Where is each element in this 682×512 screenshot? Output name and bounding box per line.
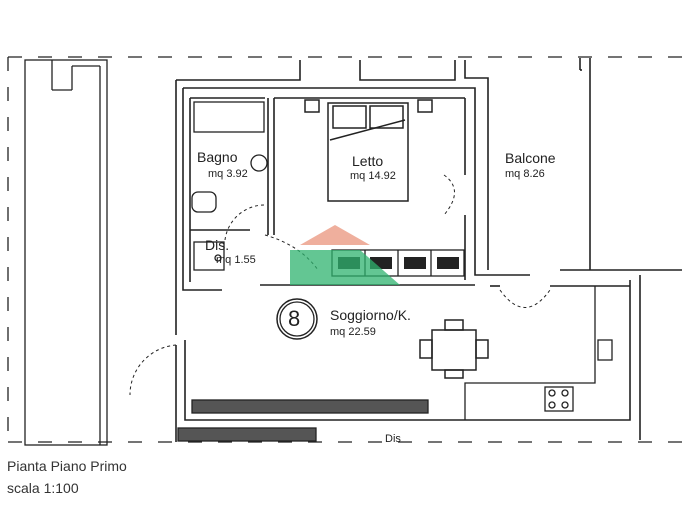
room-area-bagno: mq 3.92 [208,168,248,180]
plan-title: Pianta Piano Primo [7,458,127,474]
plan-scale: scala 1:100 [7,480,79,496]
room-label-balcone: Balcone [505,150,556,166]
room-label-soggiorno: Soggiorno/K. [330,307,411,323]
bed [304,99,433,202]
agency-watermark-logo [290,225,400,285]
room-area-soggiorno: mq 22.59 [330,326,376,338]
left-column-walls [24,59,108,446]
bottom-cabinets [177,399,429,442]
unit-number: 8 [288,306,301,331]
room-label-letto: Letto [352,153,384,169]
apartment-walls [175,58,682,442]
door-swings [129,174,551,396]
unit-number-circle [276,298,318,340]
dining-table [419,319,489,379]
room-area-letto: mq 14.92 [350,170,396,182]
room-label-bagno: Bagno [197,149,238,165]
bathroom-fixtures [191,101,268,271]
wardrobe [331,249,465,277]
kitchen-counter [464,286,613,420]
room-area-dis: mq 1.55 [216,254,256,266]
room-area-balcone: mq 8.26 [505,168,545,180]
outer-boundary [7,56,682,443]
bottom-dis-label: Dis [385,433,401,445]
room-label-dis: Dis. [205,237,230,253]
